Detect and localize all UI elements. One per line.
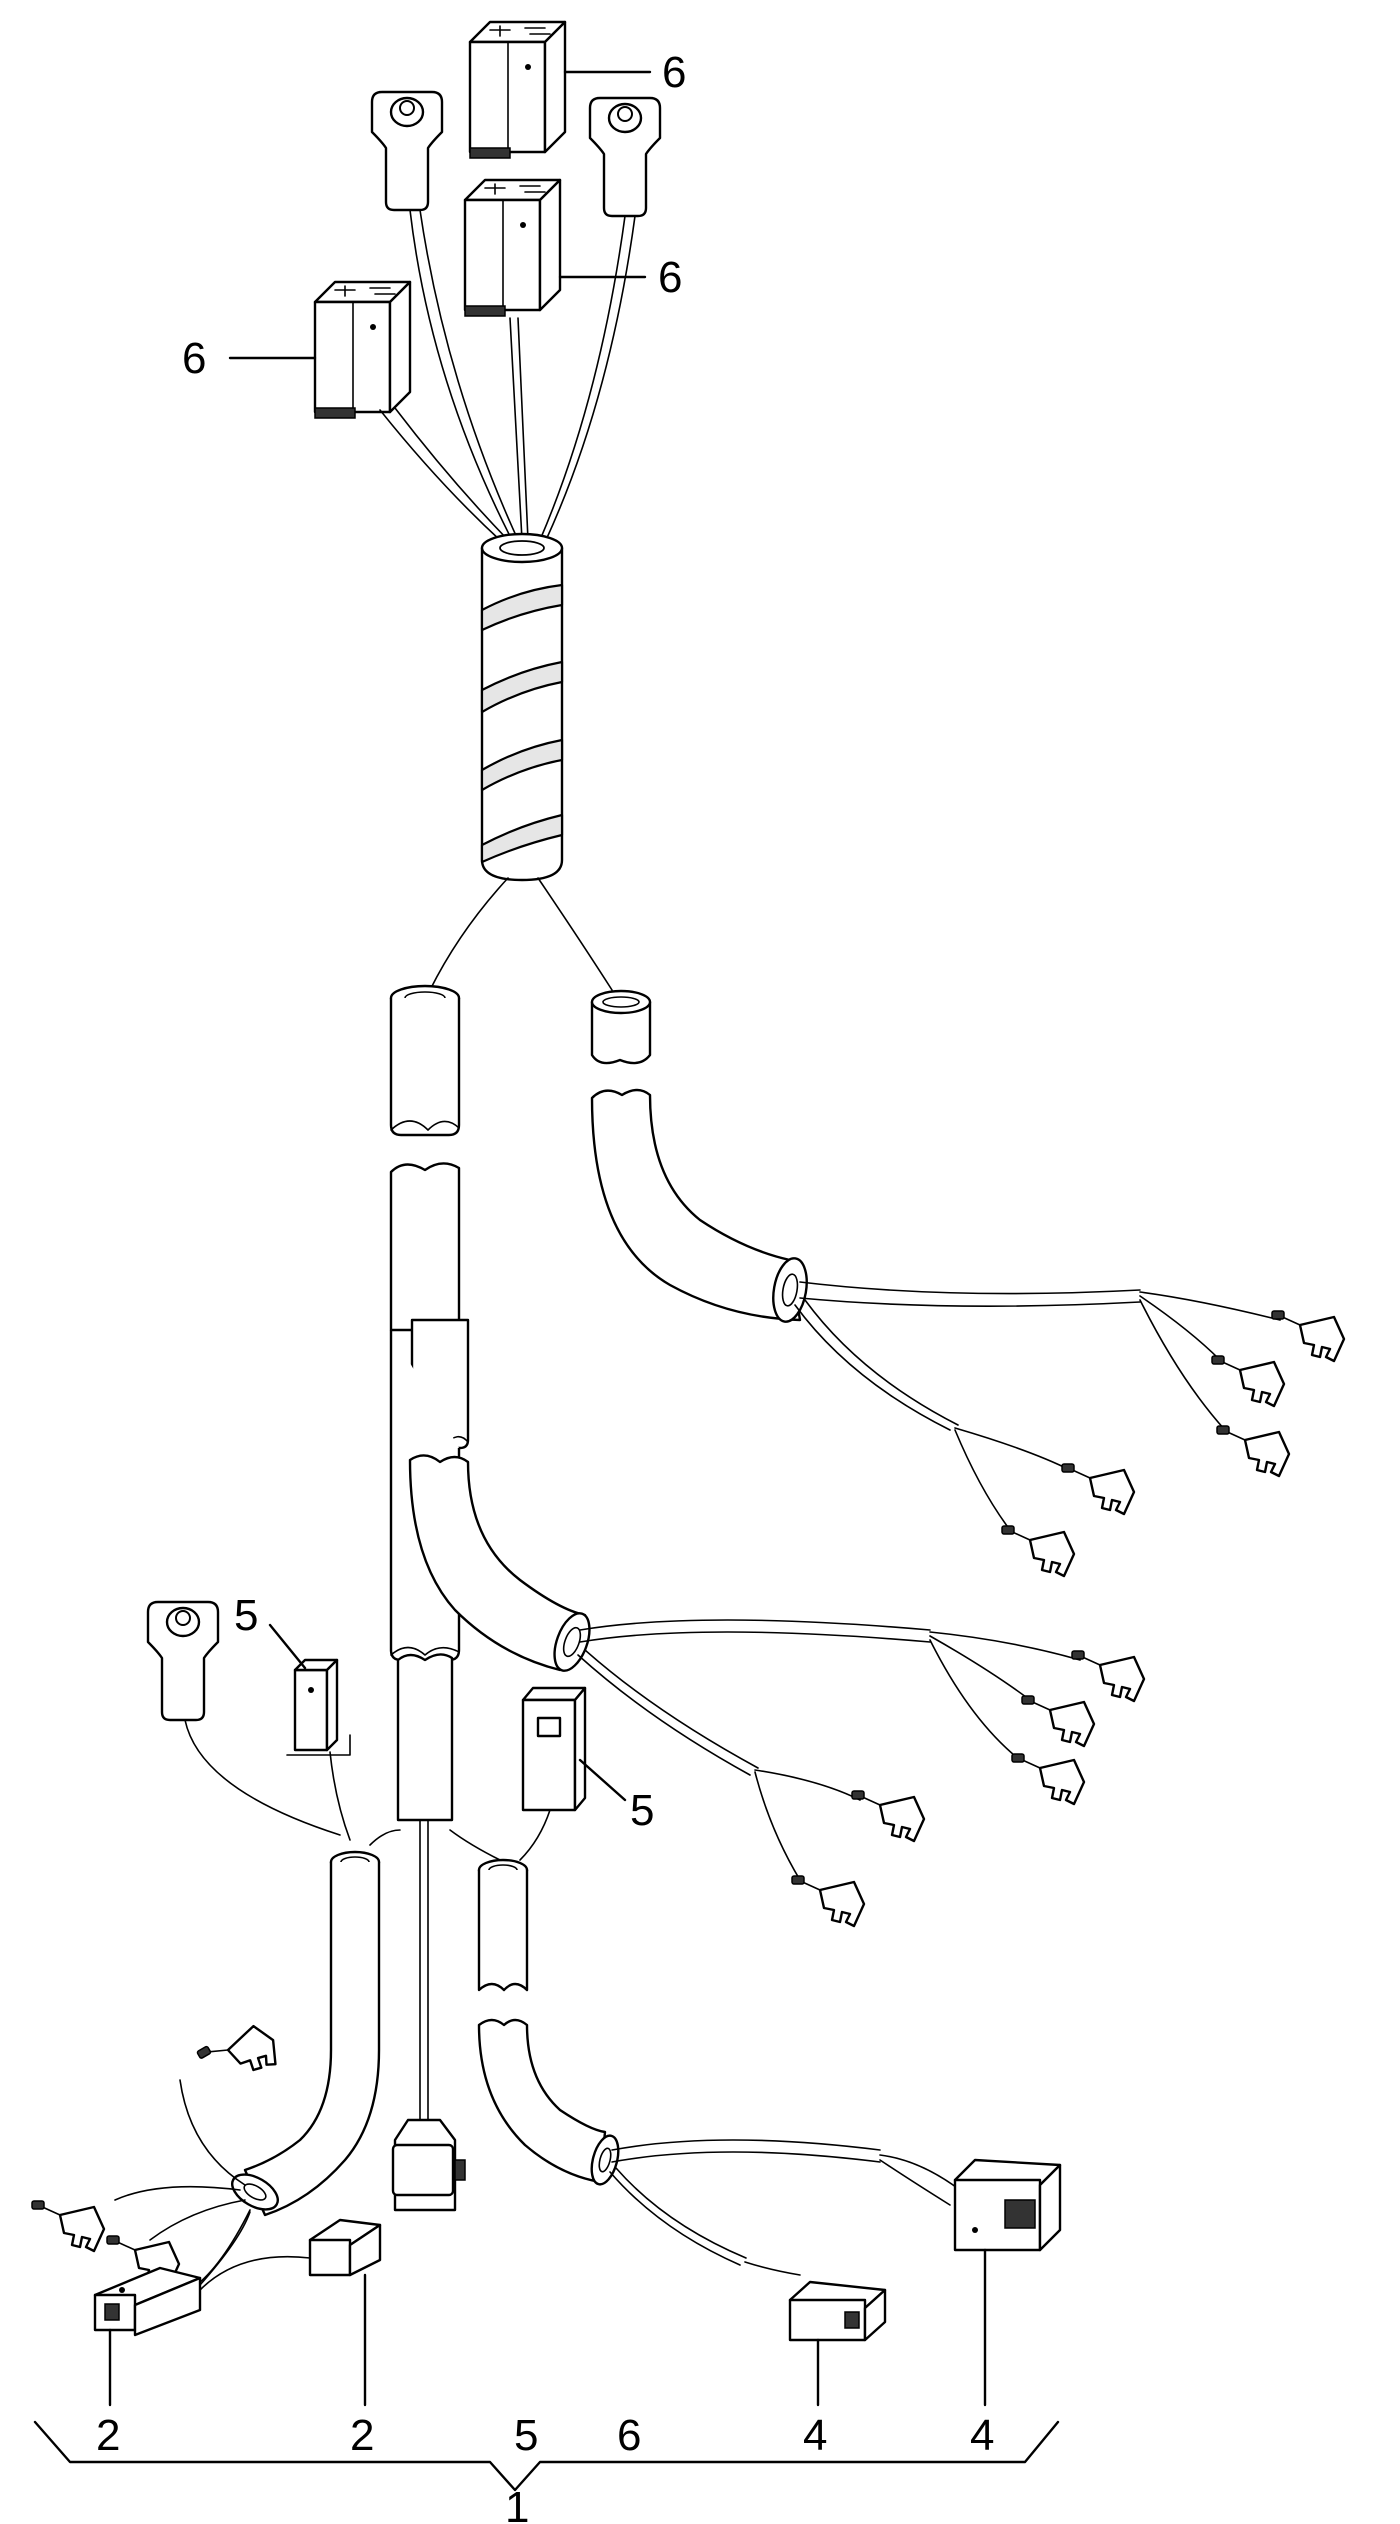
right-upper-branch <box>590 989 808 1323</box>
middle-spade-wires <box>754 1631 1081 1881</box>
callout-small-connector-right: 5 <box>630 1786 654 1835</box>
bulb-socket-top-right <box>588 96 662 218</box>
small-connector-left <box>286 1658 351 1756</box>
callout-assembly: 1 <box>505 2483 529 2524</box>
small-connector-right <box>521 1686 587 1812</box>
bulb-socket-lower-left <box>146 1600 220 1722</box>
callout-relay-left: 6 <box>182 334 206 383</box>
leader-line-small-connector-right <box>578 1758 627 1802</box>
callout-relay-middle: 6 <box>658 253 682 302</box>
left-junction-wires <box>114 2079 251 2291</box>
lower-wires <box>184 1719 551 1861</box>
leader-line-small-connector-left <box>268 1623 307 1670</box>
callout-bottom-right-1: 4 <box>803 2411 827 2460</box>
connector-2-link-wire <box>199 2255 311 2291</box>
connector-2-left <box>93 2266 202 2337</box>
callout-bottom-left-1: 2 <box>96 2411 120 2460</box>
split-wire-left <box>429 877 509 991</box>
upper-spade-terminals <box>1000 1309 1346 1578</box>
connector-2-feed-wire <box>199 2211 251 2286</box>
assembly-brace <box>33 2420 1060 2492</box>
callout-bottom-left-2: 2 <box>350 2411 374 2460</box>
middle-branch-tube <box>408 1454 591 1672</box>
left-spade-terminals <box>30 2014 286 2288</box>
connector-4-large <box>953 2158 1062 2252</box>
beaded-wires-middle <box>577 1619 931 1776</box>
callout-bottom-5: 5 <box>514 2411 538 2460</box>
beaded-wires-upper <box>794 1281 1141 1431</box>
left-long-tube <box>389 984 470 1822</box>
right-junction-tube <box>477 1858 620 2186</box>
callout-small-connector-left: 5 <box>234 1591 258 1640</box>
top-wires <box>379 209 636 543</box>
relay-middle <box>463 178 562 318</box>
callout-bottom-right-2: 4 <box>970 2411 994 2460</box>
relay-left <box>313 280 412 420</box>
callout-bottom-6: 6 <box>617 2411 641 2460</box>
connector-2-right <box>308 2218 382 2277</box>
main-spiral-tube <box>480 532 564 882</box>
left-junction-tube <box>231 1850 381 2217</box>
split-wire-right <box>537 877 613 991</box>
connector-4-small <box>788 2280 887 2342</box>
center-straight-tube <box>391 1819 466 2212</box>
upper-spade-wires <box>954 1291 1281 1531</box>
relay-top-right <box>468 20 567 160</box>
bulb-socket-top-left <box>370 90 444 212</box>
middle-spade-terminals <box>790 1649 1146 1928</box>
beaded-wires-lower <box>609 2139 961 2276</box>
callout-relay-top-right: 6 <box>662 48 686 97</box>
